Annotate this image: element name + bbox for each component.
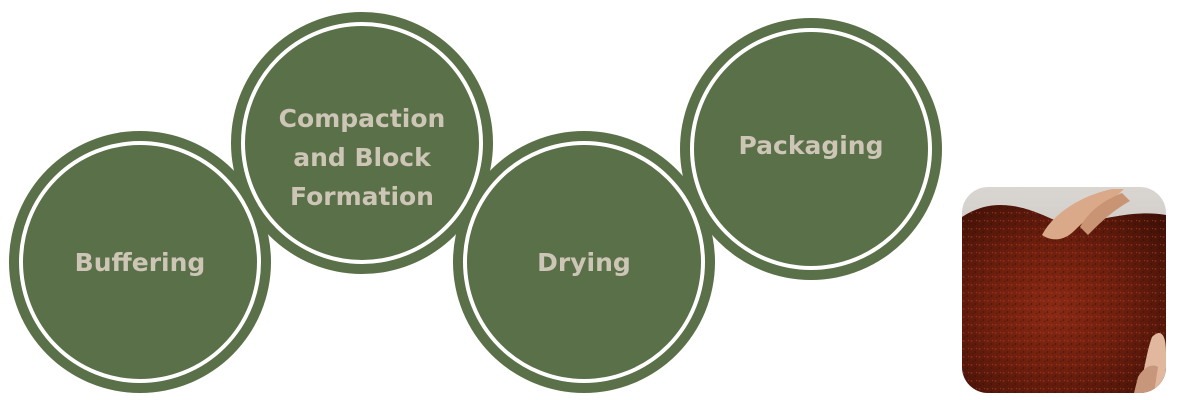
- coco-peat-photo: [962, 187, 1166, 393]
- step-label-buffering: Buffering: [74, 247, 206, 277]
- step-label-compaction: Compaction and Block Formation: [278, 103, 446, 211]
- step-label-drying: Drying: [537, 247, 631, 277]
- step-circle-drying: Drying: [453, 131, 715, 393]
- step-circle-buffering: Buffering: [9, 131, 271, 393]
- step-circle-packaging: Packaging: [680, 18, 942, 280]
- step-label-packaging: Packaging: [738, 130, 884, 160]
- step-ring: Buffering: [19, 141, 261, 383]
- step-ring: Packaging: [690, 28, 932, 270]
- step-circle-compaction: Compaction and Block Formation: [231, 12, 493, 274]
- step-ring: Compaction and Block Formation: [241, 22, 483, 264]
- step-ring: Drying: [463, 141, 705, 383]
